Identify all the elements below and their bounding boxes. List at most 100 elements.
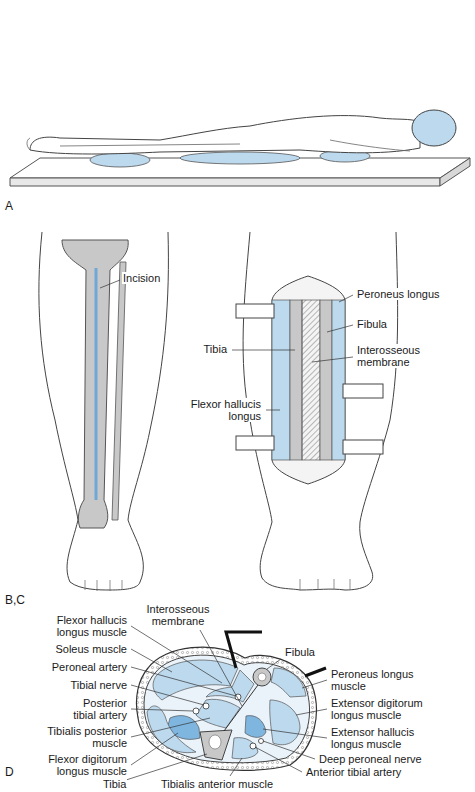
leg-cross-section <box>250 743 256 749</box>
leader-line <box>126 626 327 780</box>
structure-label: Flexor digitorum longus muscle <box>26 753 128 777</box>
leg-cross-section <box>136 647 316 770</box>
leg-cross-section <box>271 668 306 697</box>
structure-label: Posterior tibial artery <box>60 697 128 721</box>
panel-letter: A <box>4 200 14 213</box>
leg-cross-section <box>259 739 264 744</box>
leader-line <box>266 410 280 411</box>
structure-label: Tibia <box>102 778 127 790</box>
leg-cross-section <box>144 655 310 763</box>
structure-label: Flexor hallucis longus muscle <box>26 614 128 638</box>
structure-label: Extensor hallucis longus muscle <box>330 726 442 750</box>
patient-on-table <box>180 152 300 164</box>
leg-exposure-view <box>300 579 350 590</box>
patient-on-table <box>60 144 240 146</box>
patient-on-table <box>30 116 420 154</box>
retractor <box>343 384 383 398</box>
leader-line <box>131 718 210 737</box>
leg-cross-section <box>253 668 271 686</box>
retractor <box>305 668 326 676</box>
structure-label: Peroneus longus muscle <box>330 668 422 692</box>
leader-line <box>200 630 242 706</box>
leader-line <box>255 747 302 772</box>
leg-cross-section <box>193 708 199 714</box>
leg-exposure-view <box>320 300 332 460</box>
leg-cross-section <box>196 699 240 728</box>
leader-line <box>230 758 242 776</box>
structure-label: Flexor hallucis longus <box>180 398 262 422</box>
leg-cross-section <box>232 738 258 759</box>
leader-line <box>100 280 120 288</box>
leg-cross-section <box>206 670 254 702</box>
leg-exposure-view <box>302 300 320 460</box>
patient-on-table <box>27 138 30 150</box>
leg-cross-section <box>258 673 266 681</box>
retractor <box>236 436 274 450</box>
leg-cross-section <box>126 626 327 780</box>
leader-line <box>339 295 353 302</box>
leg-incision-view <box>62 240 128 528</box>
panel-letter: B,C <box>4 594 26 607</box>
retractor <box>236 304 274 318</box>
leader-line <box>232 350 295 351</box>
patient-on-table <box>10 110 470 186</box>
leader-line <box>131 733 178 765</box>
leg-cross-section <box>270 700 300 745</box>
leader-line <box>131 709 193 711</box>
leader-line <box>131 685 204 705</box>
leg-exposure-view <box>272 300 290 460</box>
leader-line <box>131 667 236 696</box>
leader-line <box>302 680 327 688</box>
structure-label: Extensor digitorum longus muscle <box>330 697 442 721</box>
structure-label: Fibula <box>356 318 388 330</box>
leg-incision-view <box>39 232 169 590</box>
leg-cross-section <box>203 703 209 709</box>
structure-label: Deep peroneal nerve <box>318 753 423 765</box>
structure-label: Peroneus longus <box>356 288 441 300</box>
leader-line <box>327 325 353 332</box>
structure-label: Tibial nerve <box>70 679 128 691</box>
leg-cross-section <box>209 735 221 749</box>
leg-cross-section <box>224 685 258 731</box>
leg-cross-section <box>193 694 264 749</box>
leader-line <box>267 659 281 669</box>
leg-incision-view <box>95 268 98 500</box>
leg-cross-section <box>200 730 232 760</box>
leg-exposure-view <box>243 232 398 590</box>
leader-line <box>263 741 315 759</box>
leader-line <box>296 709 327 715</box>
leader-line <box>232 295 353 410</box>
leg-exposure-view <box>332 300 345 460</box>
patient-on-table <box>90 153 150 167</box>
structure-label: Incision <box>122 272 161 284</box>
leg-cross-section <box>245 716 266 738</box>
leg-incision-view <box>85 580 122 591</box>
leader-line <box>312 357 353 362</box>
structure-label: Peroneal artery <box>51 661 128 673</box>
structure-label: Soleus muscle <box>54 643 128 655</box>
structure-label: Anterior tibial artery <box>305 766 402 778</box>
leg-cross-section <box>147 706 196 753</box>
structure-label: Interosseous membrane <box>137 603 219 627</box>
leg-exposure-view <box>290 300 302 460</box>
leg-incision-view <box>39 232 169 591</box>
panel-letter: D <box>4 766 15 779</box>
structure-label: Tibialis anterior muscle <box>160 778 274 790</box>
patient-on-table <box>412 110 456 146</box>
patient-on-table <box>10 178 440 186</box>
patient-on-table <box>440 158 470 186</box>
structure-label: Fibula <box>284 646 316 658</box>
leader-line <box>131 626 222 683</box>
structure-label: Tibialis posterior muscle <box>26 725 128 749</box>
structure-label: Interosseous membrane <box>356 344 438 368</box>
leg-exposure-view <box>272 276 345 484</box>
patient-on-table <box>330 140 410 151</box>
leader-line <box>126 754 207 780</box>
structure-label: Tibia <box>203 343 228 355</box>
leg-incision-view <box>112 262 126 520</box>
leader-line <box>263 729 327 738</box>
retractor <box>343 440 383 454</box>
retractor <box>226 632 262 668</box>
